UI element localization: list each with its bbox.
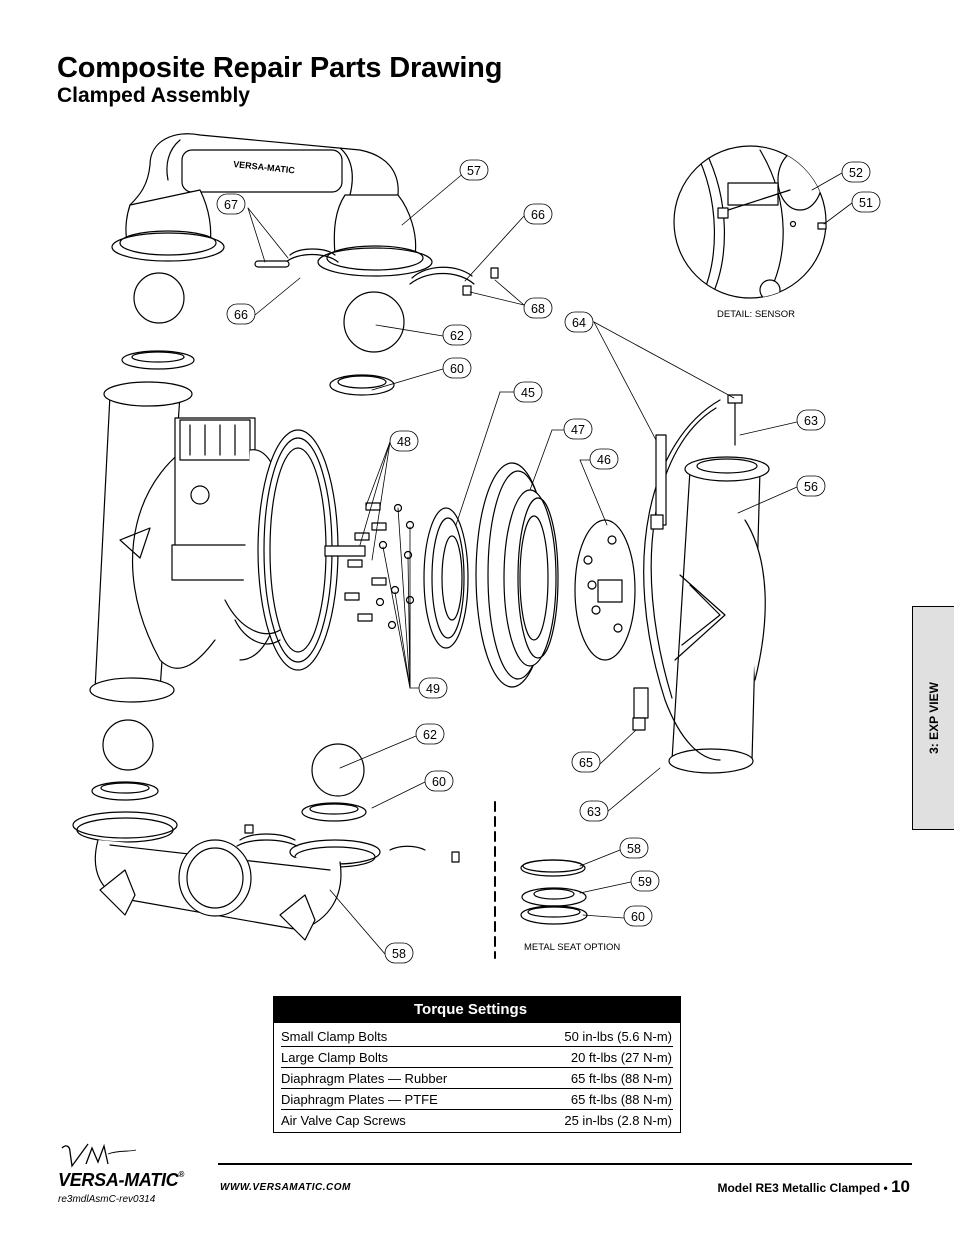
torque-item: Small Clamp Bolts xyxy=(281,1026,519,1047)
callout-63-lower: 63 xyxy=(587,805,601,819)
table-row: Small Clamp Bolts 50 in-lbs (5.6 N-m) xyxy=(281,1026,673,1047)
section-tab: 3: EXP VIEW xyxy=(912,606,954,830)
pump-body xyxy=(89,381,366,703)
sensor-detail xyxy=(673,145,827,299)
callout-58-seat: 58 xyxy=(627,842,641,856)
revision-code: re3mdlAsmC-rev0314 xyxy=(58,1194,156,1205)
callout-51: 51 xyxy=(859,196,873,210)
footer-brand-name: VERSA-MATIC xyxy=(58,1170,179,1190)
detail-sensor-caption: DETAIL: SENSOR xyxy=(717,309,795,320)
callout-46: 46 xyxy=(597,453,611,467)
callout-63-upper: 63 xyxy=(804,414,818,428)
torque-value: 65 ft-lbs (88 N-m) xyxy=(518,1088,673,1110)
table-row: Diaphragm Plates — Rubber 65 ft-lbs (88 … xyxy=(281,1067,673,1089)
callout-60-lower: 60 xyxy=(432,775,446,789)
callout-49: 49 xyxy=(426,682,440,696)
callout-57: 57 xyxy=(467,164,481,178)
liquid-chamber-right xyxy=(632,394,770,774)
callout-47: 47 xyxy=(571,423,585,437)
inlet-manifold xyxy=(72,719,460,941)
callout-66-left: 66 xyxy=(234,308,248,322)
callout-60-upper: 60 xyxy=(450,362,464,376)
torque-value: 50 in-lbs (5.6 N-m) xyxy=(518,1026,673,1047)
torque-item: Diaphragm Plates — PTFE xyxy=(281,1088,519,1110)
callout-66-top: 66 xyxy=(531,208,545,222)
callout-48: 48 xyxy=(397,435,411,449)
registered-mark: ® xyxy=(178,1170,184,1179)
table-row: Air Valve Cap Screws 25 in-lbs (2.8 N-m) xyxy=(281,1110,673,1131)
callout-62-upper: 62 xyxy=(450,329,464,343)
leader-lines xyxy=(247,171,853,955)
torque-item: Large Clamp Bolts xyxy=(281,1046,519,1068)
exploded-parts-drawing: VERSA-MATIC xyxy=(72,133,881,964)
footer-brand: VERSA-MATIC® xyxy=(58,1170,184,1191)
page-subtitle: Clamped Assembly xyxy=(57,84,250,107)
torque-value: 65 ft-lbs (88 N-m) xyxy=(518,1067,673,1089)
metal-seat-option xyxy=(494,801,588,959)
footer-model-text: Model RE3 Metallic Clamped • xyxy=(717,1181,888,1195)
callout-58-manifold: 58 xyxy=(392,947,406,961)
metal-seat-caption: METAL SEAT OPTION xyxy=(524,942,620,953)
callout-67: 67 xyxy=(224,198,238,212)
section-tab-label: 3: EXP VIEW xyxy=(926,682,941,754)
callout-65: 65 xyxy=(579,756,593,770)
torque-value: 25 in-lbs (2.8 N-m) xyxy=(564,1112,672,1128)
torque-settings-table: Torque Settings Small Clamp Bolts 50 in-… xyxy=(273,996,681,1133)
callout-45: 45 xyxy=(521,386,535,400)
torque-settings-title: Torque Settings xyxy=(274,997,680,1023)
callout-62-lower: 62 xyxy=(423,728,437,742)
callout-60-seat: 60 xyxy=(631,910,645,924)
footer-url: WWW.VERSAMATIC.COM xyxy=(220,1182,351,1193)
callouts xyxy=(216,159,881,964)
diaphragm-stack xyxy=(423,462,636,688)
footer-model: Model RE3 Metallic Clamped • 10 xyxy=(717,1177,910,1197)
torque-item: Diaphragm Plates — Rubber xyxy=(281,1067,519,1089)
callout-56: 56 xyxy=(804,480,818,494)
page-title: Composite Repair Parts Drawing xyxy=(57,52,503,84)
callout-52: 52 xyxy=(849,166,863,180)
table-row: Diaphragm Plates — PTFE 65 ft-lbs (88 N-… xyxy=(281,1088,673,1110)
callout-59: 59 xyxy=(638,875,652,889)
page-number: 10 xyxy=(891,1177,910,1196)
callout-68: 68 xyxy=(531,302,545,316)
bolts-and-washers xyxy=(344,502,415,630)
callout-64: 64 xyxy=(572,316,586,330)
torque-value: 20 ft-lbs (27 N-m) xyxy=(518,1046,673,1068)
callout-numbers: 57 67 66 68 66 62 60 45 48 47 46 64 63 5… xyxy=(224,164,873,961)
discharge-manifold: VERSA-MATIC xyxy=(111,133,499,396)
vm-logo-icon xyxy=(61,1143,137,1168)
footer-divider xyxy=(218,1163,912,1165)
torque-item: Air Valve Cap Screws xyxy=(281,1112,406,1128)
table-row: Large Clamp Bolts 20 ft-lbs (27 N-m) xyxy=(281,1046,673,1068)
